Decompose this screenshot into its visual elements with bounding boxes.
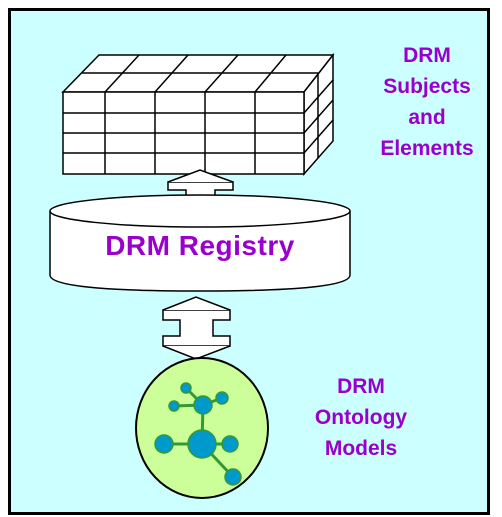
subjects-label-line4: Elements bbox=[380, 137, 474, 160]
data-grid-lines bbox=[63, 54, 334, 174]
ontology-network-icon bbox=[135, 357, 269, 499]
subjects-elements-label: DRM Subjects and Elements bbox=[352, 40, 502, 164]
ontology-label-line3: Models bbox=[324, 437, 398, 460]
subjects-label-line2: Subjects bbox=[383, 75, 471, 98]
subjects-label-line3: and bbox=[408, 106, 446, 129]
registry-title: DRM Registry bbox=[105, 230, 295, 261]
ontology-models-label: DRM Ontology Models bbox=[296, 371, 426, 464]
double-arrow-lower bbox=[162, 296, 231, 360]
ontology-label-line2: Ontology bbox=[314, 406, 408, 429]
ontology-label-line1: DRM bbox=[337, 375, 385, 398]
registry-cylinder-icon bbox=[49, 194, 351, 292]
subjects-label-line1: DRM bbox=[403, 44, 451, 67]
